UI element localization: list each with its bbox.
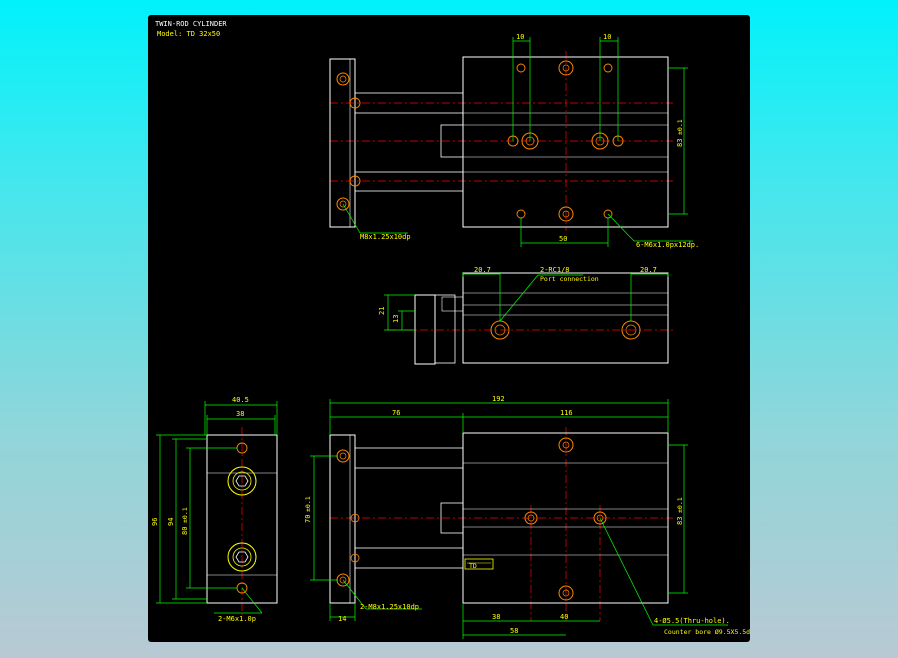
front-dim-38: 38 xyxy=(492,613,500,621)
front-view: TD xyxy=(304,395,750,639)
front-callout-through-hole: 4-Ø5.5(Thru-hole). xyxy=(654,617,730,625)
side-dim-right: 20.7 xyxy=(640,266,657,274)
front-dim-overall: 192 xyxy=(492,395,505,403)
end-callout-thread: 2-M6x1.0p xyxy=(218,615,256,623)
end-dim-40-5: 40.5 xyxy=(232,396,249,404)
end-view: 40.5 38 96 94 80 ±0.1 2-M6x1.0p xyxy=(151,396,278,623)
front-dim-83: 83 xyxy=(676,517,684,525)
front-dim-70: 70 xyxy=(304,515,312,523)
end-dim-38: 38 xyxy=(236,410,244,418)
cad-drawing[interactable]: TWIN-ROD CYLINDER Model: TD 32x50 xyxy=(148,15,750,642)
side-dim-13: 13 xyxy=(392,315,400,323)
front-dim-40: 40 xyxy=(560,613,568,621)
front-dim-83-tol: ±0.1 xyxy=(676,497,684,513)
end-dim-80-tol: ±0.1 xyxy=(181,507,189,523)
front-dim-76: 76 xyxy=(392,409,400,417)
side-port-sub: Port connection xyxy=(540,275,599,283)
end-dim-96: 96 xyxy=(151,518,159,526)
top-callout-body-thread: 6-M6x1.0px12dp. xyxy=(636,241,699,249)
side-dim-left: 20.7 xyxy=(474,266,491,274)
model-label: Model: TD 32x50 xyxy=(157,30,220,38)
front-dim-116: 116 xyxy=(560,409,573,417)
nameplate-label: TD xyxy=(469,562,477,570)
front-dim-58: 58 xyxy=(510,627,518,635)
top-dim-height: 83 xyxy=(676,139,684,147)
front-dim-14: 14 xyxy=(338,615,346,623)
end-dim-80: 80 xyxy=(181,527,189,535)
front-callout-plate-thread: 2-M8x1.25x10dp xyxy=(360,603,419,611)
cad-canvas: TWIN-ROD CYLINDER Model: TD 32x50 xyxy=(151,20,750,639)
top-dim-height-tol: ±0.1 xyxy=(676,119,684,135)
top-callout-plate-thread: M8x1.25x10dp xyxy=(360,233,411,241)
side-port-label: 2-RC1/8 xyxy=(540,266,570,274)
top-dim-slot-right: 10 xyxy=(603,33,611,41)
top-dim-slot-left: 10 xyxy=(516,33,524,41)
top-view: 10 10 83 ±0.1 50 M8x1.25x10dp 6-M6x1.0px… xyxy=(329,33,699,249)
side-view: 20.7 20.7 21 13 2-RC1/8 Port connection xyxy=(378,266,676,365)
top-dim-spacing: 50 xyxy=(559,235,567,243)
front-callout-counterbore: Counter bore Ø9.5X5.5dp xyxy=(664,628,750,636)
drawing-title: TWIN-ROD CYLINDER xyxy=(155,20,227,28)
front-dim-70-tol: ±0.1 xyxy=(304,496,312,512)
end-dim-94: 94 xyxy=(167,518,175,526)
side-dim-21: 21 xyxy=(378,307,386,315)
